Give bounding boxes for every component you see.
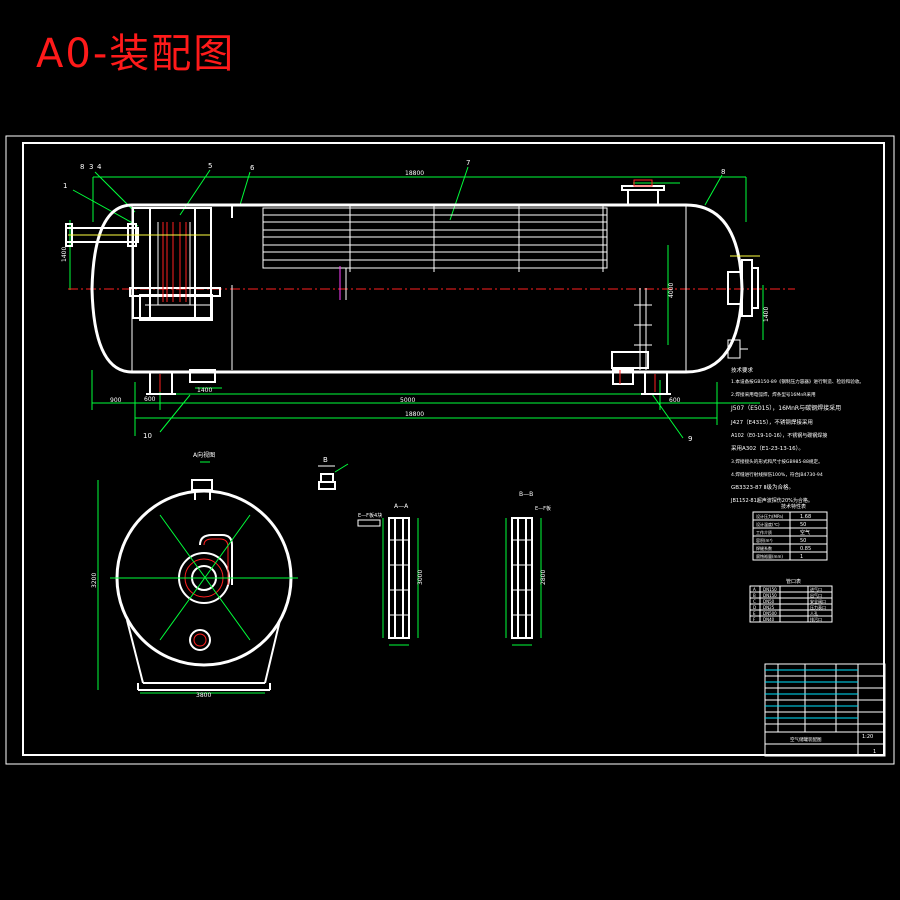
- dim-left-end: 900: [110, 397, 122, 404]
- nozzle-row-1-mark: A: [753, 587, 756, 592]
- end-view: A向视图 3200 3800: [91, 451, 298, 699]
- note-line-9: GB3323-87 Ⅱ级为合格。: [731, 483, 794, 491]
- section-a-label: A—A: [394, 503, 409, 510]
- nozzle-row-6-size: DN40: [763, 617, 775, 622]
- section-b-note: E—F板: [535, 505, 551, 512]
- spec-row-6-value: 1: [800, 554, 803, 560]
- nozzle-row-1-size: DN150: [763, 587, 777, 592]
- spec-row-1-value: 1.68: [800, 514, 811, 520]
- spec-row-2-value: 50: [800, 522, 806, 528]
- nozzle-row-1-use: 进气口: [810, 586, 822, 592]
- nozzle-row-3-use: 安全阀口: [810, 598, 826, 604]
- section-a-note: E—F板4块: [358, 512, 382, 519]
- title-block: 空气储罐装配图 1:20 1: [764, 663, 886, 757]
- nozzle-row-4-size: DN25: [763, 605, 775, 610]
- section-a: A—A E—F板4块 3000: [357, 503, 424, 646]
- balloon-10: 10: [143, 432, 152, 440]
- nozzle-row-4-mark: D: [753, 605, 756, 610]
- dim-right: 4000: [668, 283, 675, 298]
- title-block-scale: 1:20: [862, 734, 873, 740]
- dim-diameter: 3200: [91, 573, 98, 588]
- spec-row-5-name: 焊缝系数: [756, 545, 772, 551]
- title-block-name: 空气储罐装配图: [790, 736, 822, 743]
- nozzle-row-6-use: 排污口: [810, 616, 822, 622]
- section-b-height: 2800: [540, 570, 547, 585]
- dim-right-support: 600: [669, 397, 681, 404]
- balloon-8-left: 8: [80, 163, 84, 171]
- balloon-1: 1: [63, 182, 67, 190]
- note-line-1: 1.本设备按GB150-89《钢制压力容器》进行制造、检验和验收。: [731, 378, 864, 385]
- dim-left-support: 600: [144, 396, 156, 403]
- spec-row-3-value: 空气: [800, 529, 810, 536]
- section-b-label: B—B: [519, 491, 533, 498]
- nozzle-row-2-use: 出气口: [810, 592, 822, 598]
- spec-row-4-value: 50: [800, 538, 806, 544]
- balloon-8: 8: [721, 168, 725, 176]
- detail-b-label: B: [323, 456, 328, 464]
- nozzle-row-5-size: DN500: [763, 611, 777, 616]
- note-line-5: A102（E0-19-10-16），不锈钢与碳钢焊接: [731, 432, 827, 439]
- dim-support-span: 5000: [400, 397, 415, 404]
- spec-table-title: 技术特性表: [781, 503, 806, 510]
- balloon-7: 7: [466, 159, 470, 167]
- end-view-label: A向视图: [193, 451, 215, 459]
- dim-left-height: 1400: [61, 247, 68, 262]
- nozzle-row-3-mark: C: [753, 599, 756, 604]
- balloon-3: 3: [89, 163, 93, 171]
- balloon-4: 4: [97, 163, 102, 171]
- front-view: 1 8 3 4 5 6 7 8 9 10 18800 1400 1400 400…: [61, 159, 795, 443]
- title-block-sheet: 1: [873, 749, 876, 755]
- spec-row-6-name: 腐蚀裕量(mm): [756, 553, 783, 559]
- note-line-6: 采用A302（E1-23-13-16）。: [731, 444, 804, 452]
- section-b: B—B E—F板 2800: [505, 491, 551, 646]
- nozzle-table-title: 管口表: [786, 578, 801, 585]
- dim-support-width: 1400: [197, 387, 212, 394]
- technical-notes: 技术要求 1.本设备按GB150-89《钢制压力容器》进行制造、检验和验收。 2…: [730, 366, 864, 504]
- nozzle-row-3-size: DN50: [763, 599, 775, 604]
- notes-heading: 技术要求: [731, 366, 754, 374]
- inner-border: [22, 142, 885, 756]
- nozzle-row-4-use: 压力表口: [810, 604, 826, 610]
- dim-end-width: 3800: [196, 692, 211, 699]
- note-line-8: 4.焊缝进行射线探伤100%，符合JB4730-94: [731, 471, 823, 478]
- nozzle-row-2-size: DN150: [763, 593, 777, 598]
- nozzle-row-6-mark: F: [753, 617, 756, 622]
- balloon-9: 9: [688, 435, 692, 443]
- spec-row-1-name: 设计压力(MPa): [756, 513, 784, 519]
- spec-table: 技术特性表 设计压力(MPa) 1.68 设计温度(℃) 50 工作介质 空气 …: [752, 503, 828, 561]
- spec-row-5-value: 0.85: [800, 546, 811, 552]
- note-line-3: J507（E5015），16MnR与碳钢焊接采用: [730, 404, 841, 412]
- nozzle-row-5-mark: E: [753, 611, 756, 616]
- dim-overall-top: 18800: [405, 170, 424, 177]
- outer-border: [5, 135, 895, 765]
- detail-b: B: [318, 456, 349, 490]
- note-line-2: 2.焊接采用电弧焊，焊条型号16MnR采用: [731, 391, 816, 398]
- dim-right-height: 1400: [763, 307, 770, 322]
- dim-overall-bottom: 18800: [405, 411, 424, 418]
- balloon-6: 6: [250, 164, 255, 172]
- spec-row-2-name: 设计温度(℃): [756, 521, 780, 527]
- nozzle-row-5-use: 人孔: [810, 610, 818, 616]
- note-line-10: JB1152-81超声波探伤20%为合格。: [730, 497, 813, 504]
- note-line-7: 3.焊接接头的形式和尺寸按GB985-88规定。: [731, 458, 823, 465]
- balloon-5: 5: [208, 162, 212, 170]
- spec-row-4-name: 容积(m³): [756, 537, 773, 543]
- note-line-4: J427（E4315），不锈钢焊接采用: [730, 418, 813, 426]
- drawing-title: A0-装配图: [36, 31, 236, 77]
- section-a-height: 3000: [417, 570, 424, 585]
- nozzle-row-2-mark: B: [753, 593, 756, 598]
- spec-row-3-name: 工作介质: [756, 529, 772, 535]
- nozzle-table: 管口表 A DN150 进气口 B DN150 出气口 C DN50 安全阀口 …: [749, 578, 833, 623]
